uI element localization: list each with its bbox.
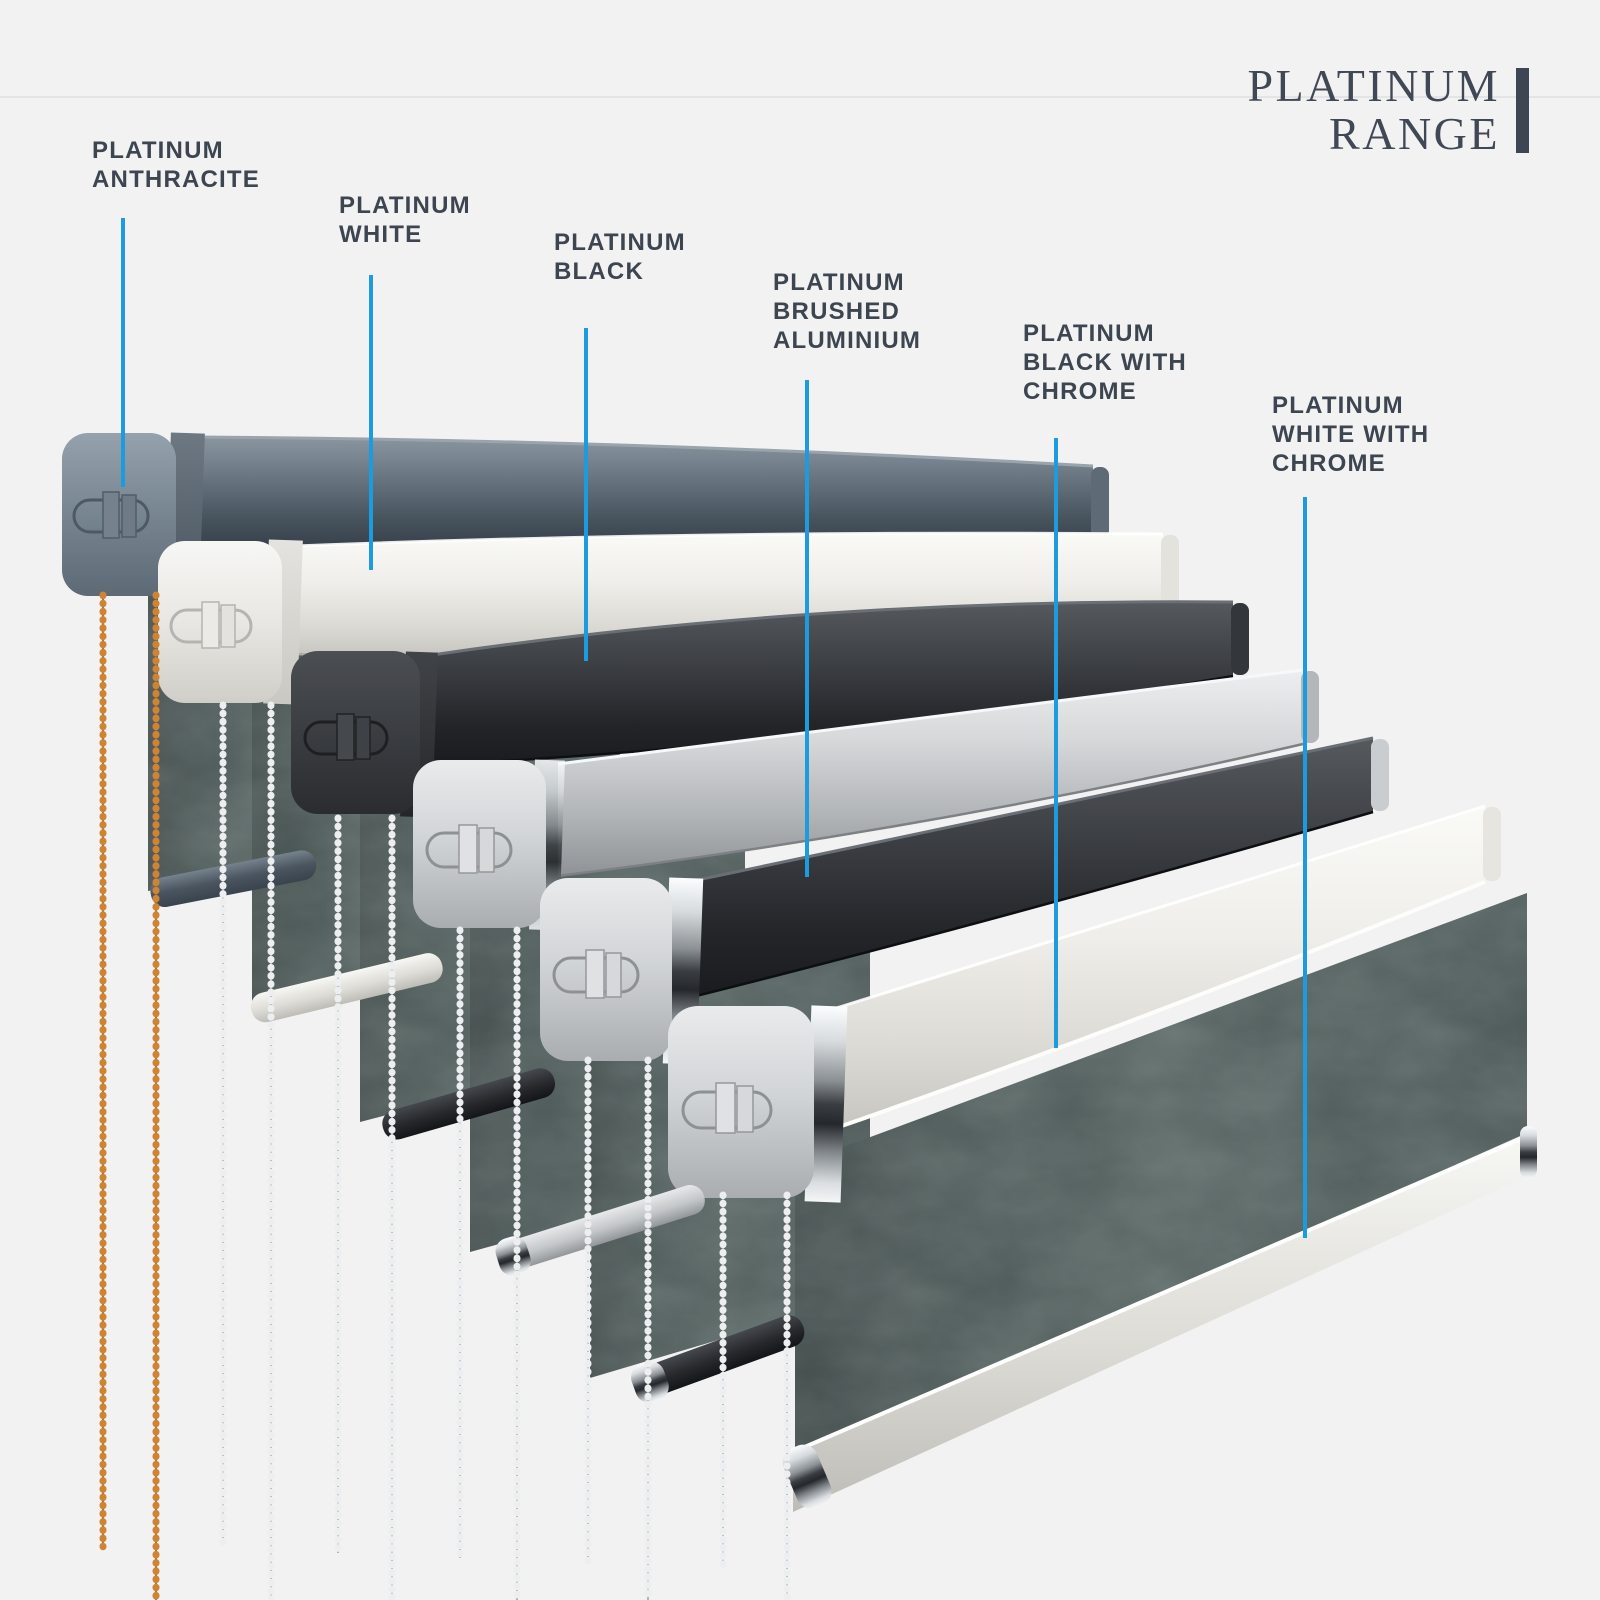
- bottom-bar-anthracite: [150, 850, 317, 908]
- pointer-line-black-with-chrome: [1054, 438, 1058, 1048]
- cassette-lip: [829, 880, 1486, 1132]
- cassette-shadow: [557, 742, 1304, 878]
- bottom-bar-black: [382, 1068, 556, 1140]
- label-line: ALUMINIUM: [773, 327, 922, 354]
- chrome-cap-band: [804, 1005, 848, 1203]
- cap-slot: [303, 713, 389, 761]
- label-line: WHITE WITH: [1272, 421, 1430, 448]
- bottom-bar-white-chrome: [782, 1126, 1537, 1512]
- label-line: PLATINUM: [773, 269, 905, 296]
- label-line: BLACK WITH: [1023, 349, 1187, 376]
- cap-slot: [425, 824, 513, 874]
- cassette-tube: [432, 601, 1233, 765]
- logo-line-1: PLATINUM: [1247, 60, 1500, 111]
- pointer-line-white: [369, 275, 373, 570]
- cassette-highlight: [687, 736, 1374, 884]
- cap-slot: [552, 949, 640, 999]
- label-line: PLATINUM: [339, 192, 471, 219]
- chain-black-blind: [334, 814, 396, 1600]
- cassette-highlight: [431, 600, 1234, 657]
- right-end-cap: [1231, 603, 1249, 675]
- logo-line-2: RANGE: [1329, 108, 1500, 159]
- cap-slot: [681, 1082, 773, 1134]
- label-platinum-black-with-chrome: PLATINUM BLACK WITH CHROME: [1023, 319, 1187, 406]
- cap-slot: [169, 601, 253, 649]
- label-line: CHROME: [1272, 450, 1386, 477]
- chain-black-chrome-blind: [584, 1056, 652, 1600]
- label-platinum-black: PLATINUM BLACK: [554, 228, 686, 286]
- label-line: PLATINUM: [1272, 392, 1404, 419]
- right-end-cap: [1371, 739, 1389, 811]
- label-line: BLACK: [554, 258, 644, 285]
- chain-white-chrome-blind: [719, 1191, 791, 1600]
- cassette-tube: [830, 806, 1485, 1130]
- cassette-tube: [558, 670, 1303, 876]
- right-end-cap: [1483, 807, 1501, 881]
- cap-slot: [72, 491, 150, 539]
- label-line: WHITE: [339, 221, 423, 248]
- bead-chains: [99, 591, 791, 1600]
- cassette-highlight: [829, 804, 1486, 1012]
- cassette-tube: [688, 738, 1373, 998]
- label-platinum-brushed-aluminium: PLATINUM BRUSHED ALUMINIUM: [773, 268, 921, 355]
- chain-anthracite-copper: [99, 591, 160, 1600]
- pointer-line-brushed-aluminium: [805, 380, 809, 877]
- fabric-panel: [795, 893, 1527, 1458]
- label-platinum-white: PLATINUM WHITE: [339, 191, 471, 249]
- cassette-tube: [196, 437, 1093, 559]
- blind-platinum-white-with-chrome: [668, 804, 1527, 1458]
- label-line: PLATINUM: [554, 229, 686, 256]
- label-line: BRUSHED: [773, 298, 901, 325]
- cassette-highlight: [557, 668, 1304, 766]
- bottom-bar-aluminium: [495, 1185, 705, 1276]
- cassette-shadow: [687, 810, 1374, 1000]
- label-platinum-white-with-chrome: PLATINUM WHITE WITH CHROME: [1272, 391, 1429, 478]
- label-line: CHROME: [1023, 378, 1137, 405]
- label-platinum-anthracite: PLATINUM ANTHRACITE: [92, 136, 260, 194]
- right-end-cap: [1161, 535, 1179, 607]
- pointer-line-white-with-chrome: [1303, 497, 1307, 1238]
- label-line: PLATINUM: [1023, 320, 1155, 347]
- cassette-highlight: [195, 435, 1094, 468]
- pointer-line-black: [584, 328, 588, 661]
- right-end-cap: [1091, 467, 1109, 539]
- cassette-highlight: [294, 531, 1164, 548]
- logo-accent-bar: [1516, 68, 1529, 153]
- bottom-bar-white: [250, 953, 443, 1023]
- pointer-line-anthracite: [121, 218, 125, 487]
- left-end-cap: [158, 541, 282, 703]
- chain-aluminium-blind: [456, 926, 521, 1600]
- label-line: PLATINUM: [92, 137, 224, 164]
- brand-logo: PLATINUM RANGE: [1247, 62, 1500, 158]
- label-line: ANTHRACITE: [92, 166, 260, 193]
- top-divider-line: [0, 96, 1600, 98]
- chain-white: [219, 701, 275, 1600]
